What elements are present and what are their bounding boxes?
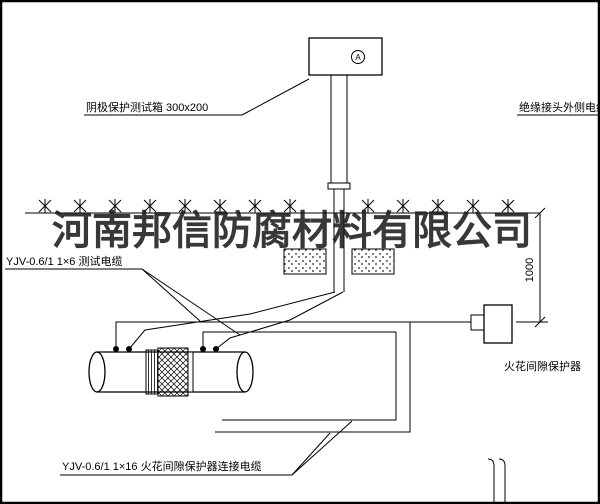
cable-connection-dot	[113, 346, 119, 352]
svg-text:阴极保护测试箱 300x200: 阴极保护测试箱 300x200	[86, 100, 208, 114]
protector-body	[483, 304, 513, 344]
leader-test-cable-2	[141, 268, 241, 336]
protector-cable-upper	[115, 321, 471, 349]
svg-text:YJV-0.6/1 1×6 测试电缆: YJV-0.6/1 1×6 测试电缆	[6, 255, 122, 268]
label-test-cable: YJV-0.6/1 1×6 测试电缆	[5, 255, 241, 336]
meter-symbol: A	[355, 53, 361, 62]
protector-stub	[470, 314, 485, 331]
conduit-coupling	[327, 182, 351, 190]
footing-right	[351, 248, 395, 275]
label-spark-gap-protector: 火花间隙保护器	[504, 359, 581, 373]
pipe-left-end	[88, 351, 106, 393]
pipe-right-end	[236, 351, 254, 393]
label-test-box: 阴极保护测试箱 300x200	[84, 78, 310, 116]
leader-connection-cable-1	[291, 432, 331, 476]
cable-connection-dot	[213, 346, 219, 352]
protector-cables	[115, 321, 471, 433]
test-cable-right	[215, 291, 344, 350]
conduit	[327, 75, 351, 292]
meter-circle	[351, 50, 365, 64]
leader-test-cable-1	[141, 268, 201, 322]
svg-text:YJV-0.6/1 1×16 火花间隙保护器连接电缆: YJV-0.6/1 1×16 火花间隙保护器连接电缆	[62, 459, 262, 473]
joint-flange-left	[145, 349, 159, 395]
leader-connection-cable-2	[291, 420, 353, 476]
svg-text:绝缘接头外侧电缆: 绝缘接头外侧电缆	[519, 100, 600, 114]
insulating-joint	[157, 347, 189, 397]
cable-connection-dot	[200, 346, 206, 352]
dimension-text: 1000	[524, 258, 536, 282]
joint-flange-right	[187, 351, 194, 393]
pipe-riser-symbol	[487, 458, 506, 503]
cable-connection-dot	[126, 346, 132, 352]
label-insulated-joint-cable: 绝缘接头外侧电缆	[517, 100, 600, 116]
label-connection-cable: YJV-0.6/1 1×16 火花间隙保护器连接电缆	[60, 420, 353, 476]
ground-line	[25, 198, 540, 214]
watermark-text: 河南邦信防腐材料有限公司	[52, 208, 532, 253]
leader-test-box	[241, 78, 310, 116]
protector-cable-lower	[202, 331, 396, 349]
test-cable-left	[128, 291, 336, 350]
protector-cable-upper-return	[215, 322, 411, 433]
spark-gap-protector	[470, 304, 513, 344]
pipe	[88, 346, 254, 397]
dimension-line: 1000	[516, 207, 548, 328]
protector-cable-lower-return	[222, 332, 397, 421]
test-box: A	[308, 37, 383, 76]
footing-left	[283, 248, 327, 275]
